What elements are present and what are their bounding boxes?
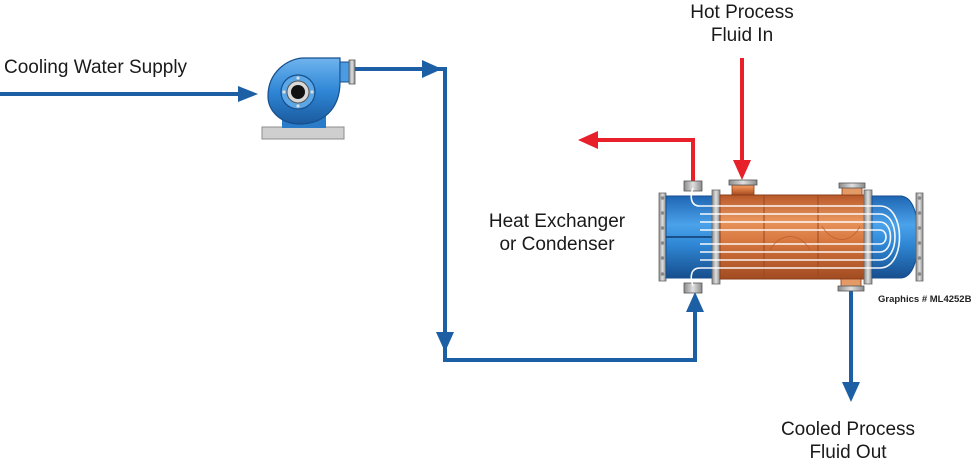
hot-process-label-line1: Hot Process	[690, 2, 794, 23]
cooling-water-outlet-line	[578, 131, 695, 183]
heat-exchanger-label: Heat Exchanger or Condenser	[462, 211, 652, 257]
cooled-process-label-line1: Cooled Process	[780, 419, 916, 440]
heat-exchanger-label-line1: Heat Exchanger	[488, 211, 626, 232]
cooling-water-supply-line	[0, 86, 258, 102]
graphics-number-label: Graphics # ML4252B	[878, 294, 972, 305]
cooled-process-fluid-out-label: Cooled Process Fluid Out	[758, 419, 938, 465]
heat-exchanger-icon	[658, 179, 924, 294]
cooled-process-label-line2: Fluid Out	[809, 441, 887, 463]
hot-process-label-line2: Fluid In	[710, 24, 774, 46]
hot-process-inlet-line	[733, 58, 751, 180]
cooling-water-supply-label: Cooling Water Supply	[4, 57, 188, 78]
pump-icon	[261, 57, 356, 140]
cooling-water-to-exchanger-line	[355, 60, 704, 362]
heat-exchanger-label-line2: or Condenser	[499, 233, 615, 255]
cooled-process-outlet-line	[842, 290, 860, 402]
hot-process-fluid-in-label: Hot Process Fluid In	[662, 2, 822, 48]
